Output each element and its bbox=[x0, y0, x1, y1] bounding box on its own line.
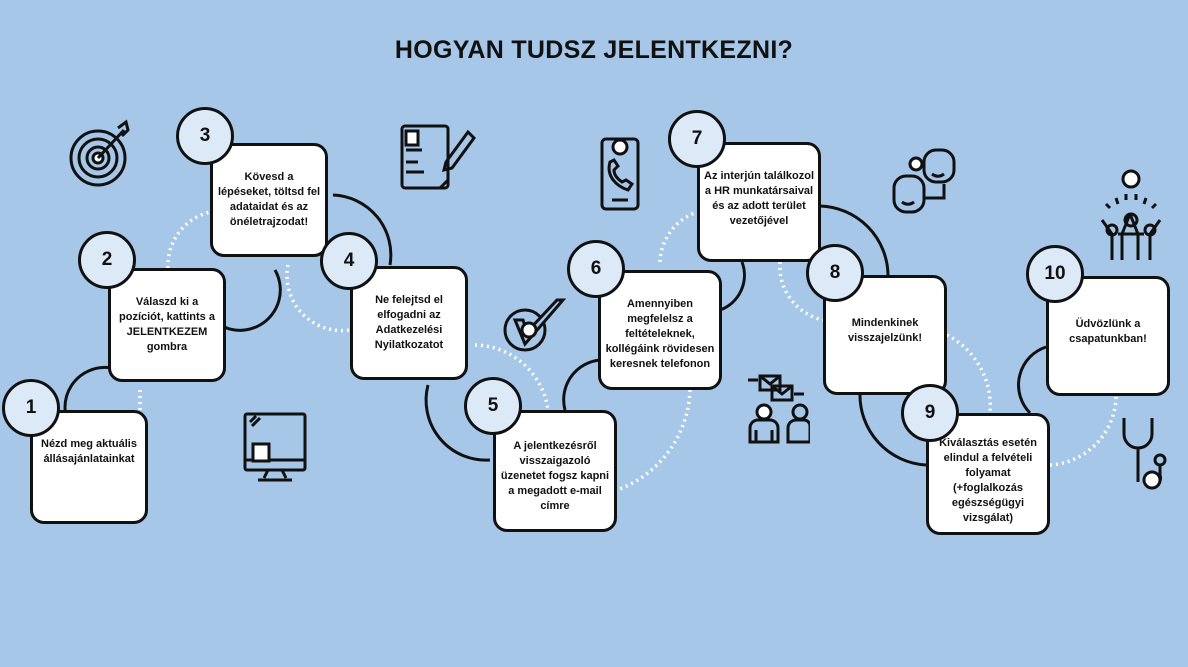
step-4-number: 4 bbox=[320, 232, 378, 290]
page-title: HOGYAN TUDSZ JELENTKEZNI? bbox=[394, 36, 794, 64]
step-1-text: Nézd meg aktuális állásajánlatainkat bbox=[41, 438, 137, 465]
step-1-number: 1 bbox=[2, 379, 60, 437]
step-7-text: Az interjún találkozol a HR munkatársaiv… bbox=[704, 170, 815, 227]
target-icon bbox=[69, 119, 130, 187]
step-2-card: Válaszd ki a pozíciót, kattints a JELENT… bbox=[108, 268, 226, 382]
step-8-number: 8 bbox=[806, 244, 864, 302]
step-3-number: 3 bbox=[176, 107, 234, 165]
step-6-card: Amennyiben megfelelsz a feltételeknek, k… bbox=[598, 270, 722, 390]
step-7-card: Az interjún találkozol a HR munkatársaiv… bbox=[697, 142, 821, 262]
monitor-icon bbox=[243, 412, 307, 482]
step-4-card: Ne felejtsd el elfogadni az Adatkezelési… bbox=[350, 266, 468, 380]
step-5-text: A jelentkezésről visszaigazoló üzenetet … bbox=[500, 440, 610, 512]
phone-call-icon bbox=[600, 137, 640, 211]
step-6-number: 6 bbox=[567, 240, 625, 298]
step-5-card: A jelentkezésről visszaigazoló üzenetet … bbox=[493, 410, 617, 532]
step-9-number: 9 bbox=[901, 384, 959, 442]
form-pencil-icon bbox=[400, 124, 476, 190]
step-2-text: Válaszd ki a pozíciót, kattints a JELENT… bbox=[119, 296, 215, 353]
step-8-text: Mindenkinek visszajelzünk! bbox=[848, 317, 922, 344]
checkmark-icon bbox=[503, 298, 567, 352]
step-3-text: Kövesd a lépéseket, töltsd fel adataidat… bbox=[217, 171, 321, 228]
step-5-number: 5 bbox=[464, 377, 522, 435]
step-9-text: Kiválasztás esetén elindul a felvételi f… bbox=[939, 437, 1037, 524]
step-2-number: 2 bbox=[78, 231, 136, 289]
celebration-team-icon bbox=[1100, 169, 1162, 260]
step-10-number: 10 bbox=[1026, 245, 1084, 303]
step-3-card: Kövesd a lépéseket, töltsd fel adataidat… bbox=[210, 143, 328, 257]
stethoscope-icon bbox=[1122, 418, 1167, 490]
step-7-number: 7 bbox=[668, 110, 726, 168]
team-faces-icon bbox=[892, 148, 956, 214]
step-4-text: Ne felejtsd el elfogadni az Adatkezelési… bbox=[374, 294, 444, 351]
step-10-text: Üdvözlünk a csapatunkban! bbox=[1069, 318, 1147, 345]
step-6-text: Amennyiben megfelelsz a feltételeknek, k… bbox=[605, 298, 715, 370]
email-people-icon bbox=[748, 374, 810, 444]
